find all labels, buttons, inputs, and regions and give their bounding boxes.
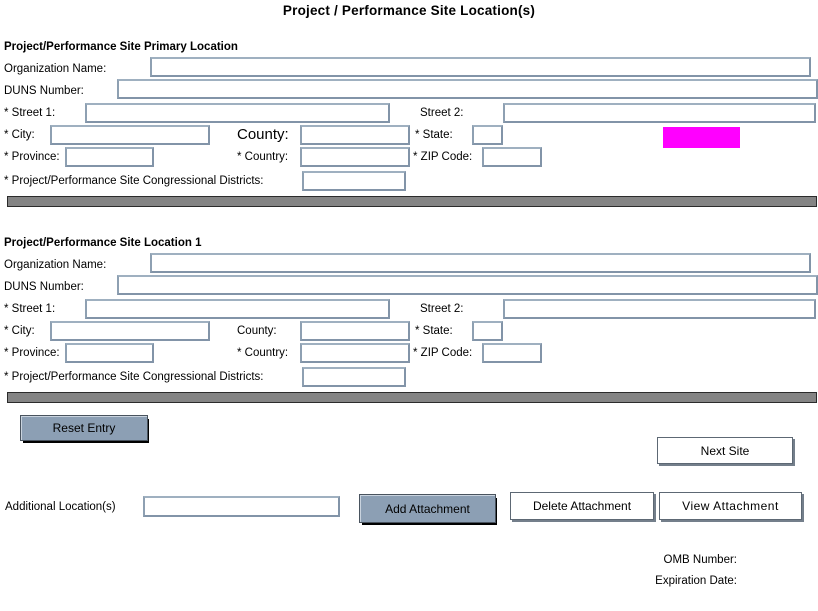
state-label: * State: — [415, 325, 453, 337]
delete-attachment-button[interactable]: Delete Attachment — [510, 492, 654, 520]
section-header-primary: Project/Performance Site Primary Locatio… — [4, 41, 238, 53]
county-label: County: — [237, 126, 289, 143]
zip-code-input[interactable] — [482, 147, 542, 167]
reset-entry-button[interactable]: Reset Entry — [20, 415, 148, 441]
congressional-districts-input[interactable] — [302, 171, 406, 191]
zip-code-input[interactable] — [482, 343, 542, 363]
county-label: County: — [237, 325, 277, 337]
section-divider-bar — [7, 392, 817, 403]
congressional-districts-input[interactable] — [302, 367, 406, 387]
state-label: * State: — [415, 129, 453, 141]
province-label: * Province: — [4, 151, 60, 163]
zip-code-label: * ZIP Code: — [413, 347, 473, 359]
organization-name-input[interactable] — [150, 57, 811, 77]
province-label: * Province: — [4, 347, 60, 359]
congressional-districts-label: * Project/Performance Site Congressional… — [4, 371, 264, 383]
duns-number-label: DUNS Number: — [4, 85, 84, 97]
location-1-section: Project/Performance Site Location 1 Orga… — [0, 237, 818, 407]
expiration-date-label: Expiration Date: — [655, 575, 737, 587]
organization-name-input[interactable] — [150, 253, 811, 273]
city-input[interactable] — [50, 321, 210, 341]
add-attachment-button[interactable]: Add Attachment — [359, 494, 496, 523]
street1-label: * Street 1: — [4, 107, 56, 119]
additional-locations-input[interactable] — [143, 496, 340, 517]
street2-label: Street 2: — [420, 107, 464, 119]
province-input[interactable] — [65, 147, 154, 167]
duns-number-input[interactable] — [117, 79, 818, 99]
state-input[interactable] — [472, 125, 503, 145]
organization-name-label: Organization Name: — [4, 259, 107, 271]
duns-number-label: DUNS Number: — [4, 281, 84, 293]
magenta-highlight-box — [663, 127, 740, 148]
next-site-button[interactable]: Next Site — [657, 437, 793, 464]
street1-label: * Street 1: — [4, 303, 56, 315]
city-input[interactable] — [50, 125, 210, 145]
country-input[interactable] — [300, 343, 410, 363]
organization-name-label: Organization Name: — [4, 63, 107, 75]
city-label: * City: — [4, 129, 35, 141]
country-input[interactable] — [300, 147, 410, 167]
section-header-location-1: Project/Performance Site Location 1 — [4, 237, 202, 249]
view-attachment-button[interactable]: View Attachment — [659, 492, 802, 520]
primary-location-section: Project/Performance Site Primary Locatio… — [0, 41, 818, 211]
congressional-districts-label: * Project/Performance Site Congressional… — [4, 175, 264, 187]
province-input[interactable] — [65, 343, 154, 363]
country-label: * Country: — [237, 151, 289, 163]
duns-number-input[interactable] — [117, 275, 818, 295]
street1-input[interactable] — [85, 299, 390, 319]
page-title: Project / Performance Site Location(s) — [282, 3, 536, 18]
city-label: * City: — [4, 325, 35, 337]
street2-input[interactable] — [503, 103, 816, 123]
omb-number-label: OMB Number: — [663, 554, 738, 566]
street2-input[interactable] — [503, 299, 816, 319]
county-input[interactable] — [300, 321, 410, 341]
county-input[interactable] — [300, 125, 410, 145]
zip-code-label: * ZIP Code: — [413, 151, 473, 163]
state-input[interactable] — [472, 321, 503, 341]
section-divider-bar — [7, 196, 817, 207]
additional-locations-label: Additional Location(s) — [5, 501, 116, 513]
street1-input[interactable] — [85, 103, 390, 123]
street2-label: Street 2: — [420, 303, 464, 315]
country-label: * Country: — [237, 347, 289, 359]
